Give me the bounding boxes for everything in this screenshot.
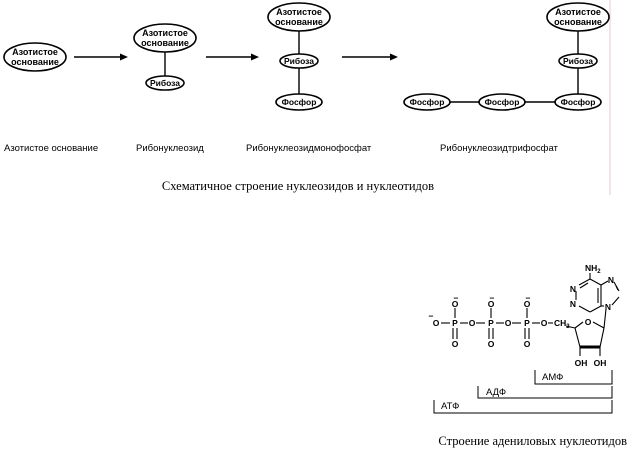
base-node-line1: Азотистое	[142, 28, 188, 38]
phosphate-chain	[441, 308, 553, 339]
phosphate-node-label: Фосфор	[282, 97, 317, 107]
base-node-line1: Азотистое	[555, 7, 601, 17]
hydroxyl-group: OH	[594, 358, 607, 368]
ribose-ring	[565, 321, 605, 356]
phosphorus-atom: P	[488, 318, 494, 328]
label-nucleoside: Рибонуклеозид	[136, 143, 204, 154]
phosphate-node-label: Фосфор	[561, 97, 596, 107]
stage-monophosphate: Азотистое основание Рибоза Фосфор	[267, 2, 331, 111]
phosphate-node-label: Фосфор	[410, 97, 445, 107]
base-node-line2: основание	[275, 17, 323, 27]
nitrogen-atom: N	[608, 275, 614, 285]
arrow-2	[206, 53, 259, 61]
amino-group: NH2	[585, 263, 601, 275]
label-base: Азотистое основание	[4, 143, 98, 154]
bracket-adp-label: АДФ	[486, 387, 506, 398]
adenine-ring	[575, 273, 620, 329]
nitrogen-atom: N	[605, 302, 611, 312]
oxygen-atom: O	[505, 318, 512, 328]
oxygen-atom: O	[452, 339, 459, 349]
oxygen-atom: O	[488, 299, 495, 309]
oxygen-atom: O	[541, 318, 548, 328]
label-triphosphate: Рибонуклеозидтрифосфат	[440, 143, 559, 154]
phosphorus-atom: P	[452, 318, 458, 328]
caption-schematic: Схематичное строение нуклеозидов и нукле…	[162, 179, 434, 193]
minus-charge: −	[490, 293, 495, 303]
phosphate-node	[275, 93, 323, 111]
adenyl-nucleotide-structure: NH2 N N N N O − − − − O O O O P O P O P …	[429, 263, 620, 414]
minus-charge: −	[526, 293, 531, 303]
hydroxyl-group: OH	[575, 358, 588, 368]
stage-base: Азотистое основание	[3, 42, 67, 72]
bracket-amp: АМФ	[534, 370, 613, 385]
bracket-atp: АТФ	[433, 400, 613, 414]
oxygen-atom: O	[488, 339, 495, 349]
oxygen-atom: O	[469, 318, 476, 328]
base-node-line2: основание	[554, 17, 602, 27]
minus-charge: −	[429, 311, 434, 321]
nucleotide-brackets: АМФ АДФ АТФ	[433, 370, 613, 414]
minus-charge: −	[454, 293, 459, 303]
ribose-node-label: Рибоза	[150, 78, 180, 88]
phosphorus-atom: P	[524, 318, 530, 328]
nitrogen-atom: N	[570, 284, 576, 294]
oxygen-atom: O	[433, 318, 440, 328]
oxygen-atom: O	[524, 339, 531, 349]
nitrogen-atom: N	[570, 299, 576, 309]
stage-triphosphate: Азотистое основание Рибоза Фосфор Фосфор…	[403, 2, 610, 111]
bracket-atp-label: АТФ	[441, 401, 459, 412]
ribose-node	[145, 75, 185, 91]
ch2-group: CH2	[554, 318, 570, 330]
base-node-line2: основание	[11, 57, 59, 67]
schematic-diagram: Азотистое основание Азотистое основание …	[3, 2, 610, 154]
base-node	[3, 42, 67, 72]
arrow-1	[74, 53, 128, 61]
ribose-node-label: Рибоза	[284, 56, 314, 66]
bracket-adp: АДФ	[477, 386, 613, 399]
phosphate-node-label: Фосфор	[485, 97, 520, 107]
arrow-3	[342, 53, 398, 61]
ring-oxygen-atom: O	[585, 317, 592, 327]
stage-nucleoside: Азотистое основание Рибоза	[133, 23, 197, 91]
caption-adenyl: Строение адениловых нуклеотидов	[438, 434, 627, 448]
phosphate-node	[554, 93, 602, 111]
label-monophosphate: Рибонуклеозидмонофосфат	[246, 143, 372, 154]
base-node-line2: основание	[141, 38, 189, 48]
atom-labels: NH2 N N N N O − − − − O O O O P O P O P …	[429, 263, 615, 368]
base-node-line1: Азотистое	[276, 7, 322, 17]
ribose-node-label: Рибоза	[563, 56, 593, 66]
oxygen-atom: O	[524, 299, 531, 309]
base-node-line1: Азотистое	[12, 47, 58, 57]
bracket-amp-label: АМФ	[542, 372, 563, 383]
oxygen-atom: O	[452, 299, 459, 309]
